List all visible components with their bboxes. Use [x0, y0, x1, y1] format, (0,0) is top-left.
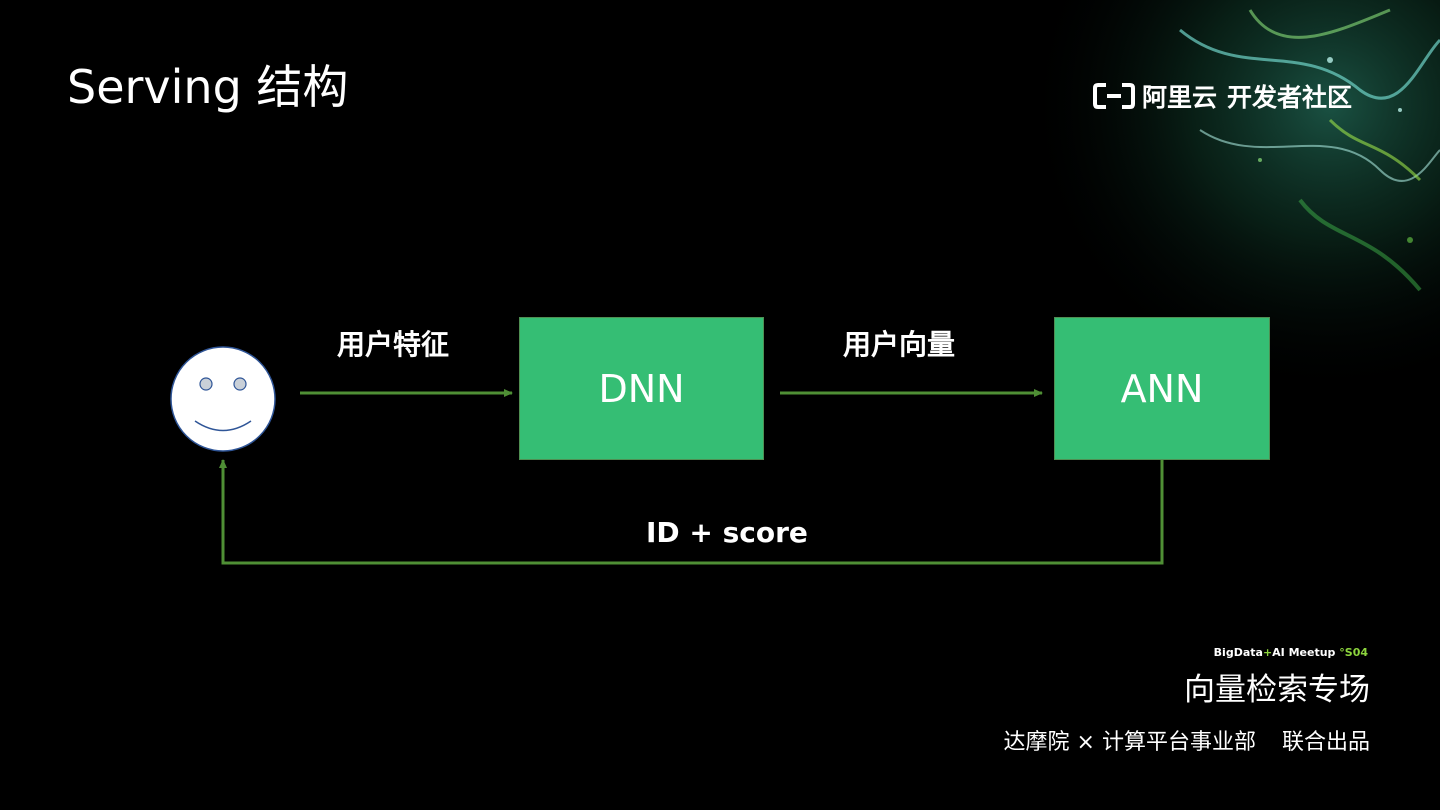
- event-tag: BigData+AI Meetup °S04: [1214, 646, 1368, 659]
- credit-line: 达摩院 × 计算平台事业部 联合出品: [1004, 724, 1370, 756]
- dnn-label: DNN: [598, 367, 684, 411]
- session-title: 向量检索专场: [1184, 664, 1370, 709]
- edge-label-user-vector: 用户向量: [843, 323, 955, 363]
- edge-label-id-score: ID + score: [646, 516, 808, 549]
- credit-mid: 计算平台事业部: [1102, 730, 1256, 755]
- event-ai: AI Meetup: [1272, 646, 1339, 659]
- credit-right: 联合出品: [1282, 730, 1370, 755]
- smiley-face-icon: [171, 347, 275, 451]
- event-season: °S04: [1339, 646, 1368, 659]
- event-plus: +: [1263, 646, 1272, 659]
- ann-box: ANN: [1054, 317, 1270, 460]
- credit-left: 达摩院: [1004, 730, 1070, 755]
- dnn-box: DNN: [519, 317, 764, 460]
- ann-label: ANN: [1121, 367, 1204, 411]
- edge-label-user-features: 用户特征: [337, 323, 449, 363]
- credit-x: ×: [1077, 730, 1095, 755]
- event-prefix: BigData: [1214, 646, 1263, 659]
